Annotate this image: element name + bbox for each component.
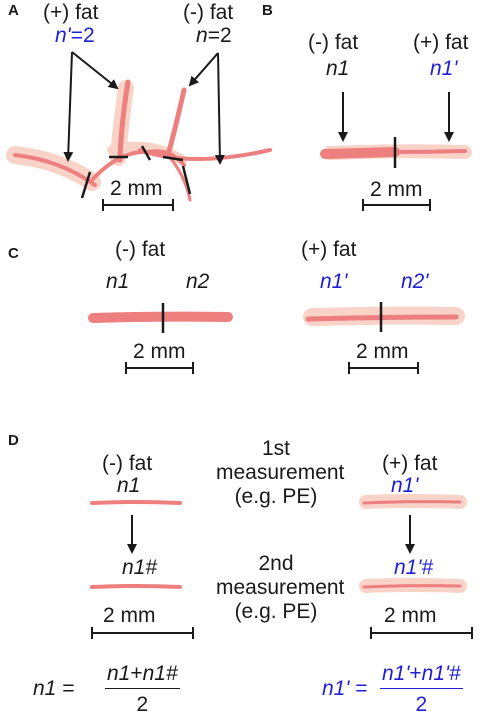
panel-d-letter: D xyxy=(8,432,19,449)
panel-b-arrows xyxy=(338,92,454,142)
panel-d-right-scale-label: 2 mm xyxy=(384,604,437,627)
formula-right-lhs: n1' = xyxy=(322,677,367,701)
panel-c-n1-prime-label: n1' xyxy=(320,270,348,293)
panel-b-scale-bar xyxy=(362,199,431,211)
panel-d-n1-hash-label: n1# xyxy=(122,556,158,579)
formula-left-num-b: n1# xyxy=(142,662,178,685)
panel-c-left-specimen xyxy=(88,303,233,333)
panel-a-scale-label: 2 mm xyxy=(110,177,163,200)
panel-b-plus-fat-label: (+) fat xyxy=(413,31,469,54)
panel-c-right-scale-bar xyxy=(348,362,419,374)
n-prime-var: n' xyxy=(55,24,71,47)
panel-c-minus-fat-label: (-) fat xyxy=(115,238,166,261)
first-measurement-line3: (e.g. PE) xyxy=(234,485,318,508)
formula-left-lhs: n1 = xyxy=(33,677,74,701)
formula-right-num-a: n1' xyxy=(382,662,410,685)
second-measurement-label: 2nd measurement (e.g. PE) xyxy=(216,552,345,624)
panel-c-left-scale-bar xyxy=(125,362,194,374)
panel-c-plus-fat-label: (+) fat xyxy=(301,238,357,261)
formula-left-equals: = xyxy=(56,677,75,700)
panel-c-n1-label: n1 xyxy=(106,270,130,293)
panel-c-n2-label: n2 xyxy=(186,270,210,293)
n-var: n xyxy=(196,24,208,47)
panel-a-plus-n-label: n'=2 xyxy=(55,24,95,48)
panel-d-minus-fat-label: (-) fat xyxy=(102,452,153,475)
panel-d-n1-prime-hash-label: n1'# xyxy=(394,556,434,579)
formula-left-denominator: 2 xyxy=(136,693,149,716)
n-prime-value: =2 xyxy=(70,24,95,47)
panel-b-scale-label: 2 mm xyxy=(370,178,423,201)
panel-d-left-scale-bar xyxy=(91,627,194,639)
panel-d-left-second-specimen xyxy=(90,584,182,589)
panel-b-n1-label: n1 xyxy=(326,57,350,80)
panel-a-plus-fat-label: (+) fat xyxy=(43,1,99,24)
formula-right-plus: + xyxy=(409,662,422,685)
panel-a-scale-bar xyxy=(102,199,174,211)
formula-left-num-a: n1 xyxy=(107,662,131,685)
first-measurement-line2: measurement xyxy=(216,461,345,484)
second-measurement-line3: (e.g. PE) xyxy=(234,600,318,623)
panel-a-specimen xyxy=(6,79,272,202)
panel-c-right-scale-label: 2 mm xyxy=(356,340,409,363)
panel-d-right-first-specimen xyxy=(359,494,467,509)
formula-left-plus: + xyxy=(130,662,143,685)
formula-left-numerator: n1+n1# xyxy=(105,662,180,689)
panel-d-left-first-specimen xyxy=(90,500,182,505)
formula-right-numerator: n1'+n1'# xyxy=(380,662,463,689)
panel-a-letter: A xyxy=(8,2,19,19)
panel-c-left-scale-label: 2 mm xyxy=(133,340,186,363)
n-value: =2 xyxy=(207,24,232,47)
panel-c-letter: C xyxy=(8,245,19,262)
panel-d-n1-label: n1 xyxy=(117,474,141,497)
formula-right-num-b: n1'# xyxy=(421,662,461,685)
panel-b-minus-fat-label: (-) fat xyxy=(308,31,359,54)
formula-left-lhs-var: n1 xyxy=(33,677,57,700)
formula-right-lhs-var: n1' xyxy=(322,677,350,700)
formula-right-fraction: n1'+n1'# 2 xyxy=(380,662,463,717)
formula-right-denominator: 2 xyxy=(415,693,428,716)
panel-b-specimen xyxy=(320,137,472,168)
panel-d-plus-fat-label: (+) fat xyxy=(382,452,438,475)
panel-c-n2-prime-label: n2' xyxy=(401,270,429,293)
formula-right-equals: = xyxy=(349,677,368,700)
panel-c-right-specimen xyxy=(303,302,465,332)
panel-a-arrows xyxy=(63,51,225,165)
panel-a-minus-n-label: n=2 xyxy=(196,24,232,48)
first-measurement-line1: 1st xyxy=(261,437,290,460)
panel-b-letter: B xyxy=(262,2,273,19)
panel-d-n1-prime-label: n1' xyxy=(391,474,419,497)
formula-left-fraction: n1+n1# 2 xyxy=(105,662,180,717)
panel-d-right-second-specimen xyxy=(359,578,467,593)
second-measurement-line2: measurement xyxy=(216,576,345,599)
panel-d-right-scale-bar xyxy=(370,627,473,639)
panel-d-left-scale-label: 2 mm xyxy=(103,604,156,627)
panel-a-minus-fat-label: (-) fat xyxy=(183,1,234,24)
first-measurement-label: 1st measurement (e.g. PE) xyxy=(216,437,345,509)
panel-b-n1-prime-label: n1' xyxy=(430,57,458,80)
second-measurement-line1: 2nd xyxy=(258,552,294,575)
